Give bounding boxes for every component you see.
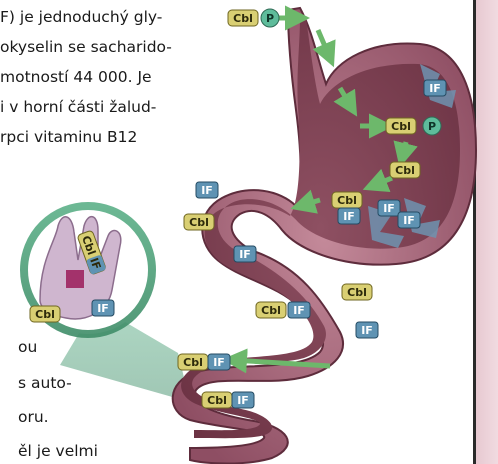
p-badge-top: P <box>261 9 279 27</box>
svg-text:Cbl: Cbl <box>183 356 203 369</box>
svg-text:Cbl: Cbl <box>391 120 411 133</box>
svg-text:IF: IF <box>293 304 305 317</box>
cbl-badge-2: Cbl <box>390 162 420 178</box>
svg-text:IF: IF <box>429 82 441 95</box>
cbl-badge-ileum-1: Cbl <box>178 354 208 370</box>
if-badge-ileum-1: IF <box>208 354 230 370</box>
svg-text:P: P <box>266 12 274 25</box>
p-badge-1: P <box>423 117 441 135</box>
if-badge-fundus: IF <box>424 80 446 96</box>
svg-text:IF: IF <box>239 248 251 261</box>
svg-text:Cbl: Cbl <box>261 304 281 317</box>
svg-text:IF: IF <box>383 202 395 215</box>
svg-text:IF: IF <box>201 184 213 197</box>
svg-text:IF: IF <box>97 302 109 315</box>
svg-text:Cbl: Cbl <box>337 194 357 207</box>
cbl-badge-zoom: Cbl <box>30 306 60 322</box>
if-badge-zoom: IF <box>92 300 114 316</box>
svg-text:IF: IF <box>213 356 225 369</box>
if-badge-jejunum-1: IF <box>288 302 310 318</box>
svg-text:IF: IF <box>237 394 249 407</box>
if-badge-duodenum-1: IF <box>196 182 218 198</box>
cbl-badge-ileum-2: Cbl <box>202 392 232 408</box>
cbl-badge-3: Cbl <box>332 192 362 208</box>
cbl-badge-jejunum-2: Cbl <box>256 302 286 318</box>
svg-text:Cbl: Cbl <box>395 164 415 177</box>
svg-text:Cbl: Cbl <box>233 12 253 25</box>
if-badge-stomach: IF <box>338 208 360 224</box>
svg-text:Cbl: Cbl <box>189 216 209 229</box>
if-badge-jejunum-2: IF <box>356 322 378 338</box>
svg-text:P: P <box>428 120 436 133</box>
svg-text:IF: IF <box>343 210 355 223</box>
if-badge-receptor-1: IF <box>378 200 400 216</box>
cbl-badge-1: Cbl <box>386 118 416 134</box>
svg-text:Cbl: Cbl <box>35 308 55 321</box>
if-badge-receptor-2: IF <box>398 212 420 228</box>
if-badge-duodenum-2: IF <box>234 246 256 262</box>
if-badge-ileum-2: IF <box>232 392 254 408</box>
svg-text:Cbl: Cbl <box>207 394 227 407</box>
svg-text:Cbl: Cbl <box>347 286 367 299</box>
svg-text:IF: IF <box>403 214 415 227</box>
cbl-badge-jejunum-1: Cbl <box>342 284 372 300</box>
svg-text:IF: IF <box>361 324 373 337</box>
cbl-badge-duodenum: Cbl <box>184 214 214 230</box>
cbl-badge-top: Cbl <box>228 10 258 26</box>
